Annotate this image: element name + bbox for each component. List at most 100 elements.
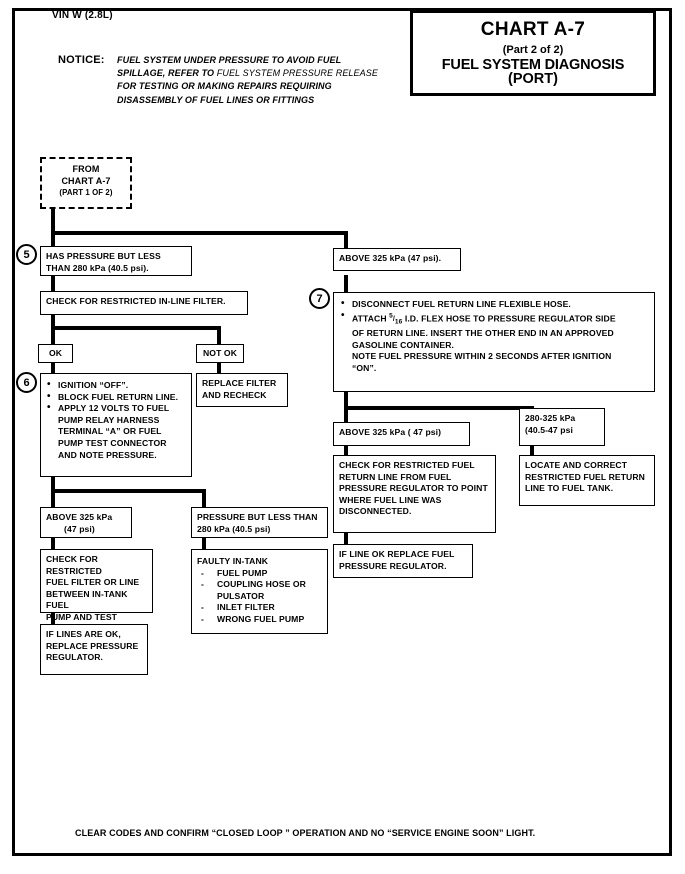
box-right-above-325-top: ABOVE 325 kPa (47 psi).: [333, 248, 461, 271]
box5-line-2: THAN 280 kPa (40.5 psi).: [46, 262, 149, 273]
connector-notok-to-replace: [217, 362, 221, 374]
step7-line-3: OF RETURN LINE. INSERT THE OTHER END IN …: [352, 327, 614, 338]
pressure-less-line-2: 280 kPa (40.5 psi): [197, 523, 271, 534]
step-circle-5: 5: [16, 244, 37, 265]
step7-list: DISCONNECT FUEL RETURN LINE FLEXIBLE HOS…: [340, 298, 648, 374]
chart-title-box: CHART A-7 (Part 2 of 2) FUEL SYSTEM DIAG…: [410, 10, 656, 96]
check-return-line-5: DISCONNECTED.: [339, 506, 412, 517]
connector-above325-down: [51, 538, 55, 550]
step6-cont-2: PUMP TEST CONNECTOR: [58, 437, 167, 448]
step7-attach-post: I.D. FLEX HOSE TO PRESSURE REGULATOR SID…: [402, 312, 616, 323]
if-line-ok-line-2: PRESSURE REGULATOR.: [339, 560, 447, 571]
notice-cross-reference: FUEL SYSTEM PRESSURE RELEASE: [216, 68, 378, 79]
right-above325-mid-text: ABOVE 325 kPa ( 47 psi): [339, 427, 442, 437]
box-if-lines-ok-replace-regulator: IF LINES ARE OK, REPLACE PRESSURE REGULA…: [40, 624, 148, 675]
notice-label: NOTICE:: [58, 54, 105, 66]
chart-number: CHART A-7: [480, 19, 586, 40]
box-check-restricted-filter-line: CHECK FOR RESTRICTED FUEL FILTER OR LINE…: [40, 549, 153, 634]
faulty-item-0: FUEL PUMP: [197, 568, 322, 580]
check-restricted-line-3: BETWEEN IN-TANK FUEL: [46, 588, 128, 611]
box-right-above-325-mid: ABOVE 325 kPa ( 47 psi): [333, 422, 470, 446]
if-lines-line-3: REGULATOR.: [46, 652, 104, 663]
check-restricted-line-2: FUEL FILTER OR LINE: [46, 577, 140, 588]
connector-range-to-locate: [530, 446, 534, 461]
step7-line-5: NOTE FUEL PRESSURE WITHIN 2 SECONDS AFTE…: [352, 351, 612, 362]
box-step7-instructions: DISCONNECT FUEL RETURN LINE FLEXIBLE HOS…: [333, 292, 655, 392]
step7-item-1: ATTACH 5/16 I.D. FLEX HOSE TO PRESSURE R…: [340, 310, 648, 328]
check-inline-filter-text: CHECK FOR RESTRICTED IN-LINE FILTER.: [46, 296, 226, 306]
connector-box7-split: [344, 406, 534, 410]
locate-line-2: RESTRICTED FUEL RETURN: [525, 471, 645, 482]
check-restricted-line-1: CHECK FOR RESTRICTED: [46, 554, 102, 576]
step6-list: IGNITION “OFF”. BLOCK FUEL RETURN LINE. …: [46, 379, 186, 461]
check-return-line-1: CHECK FOR RESTRICTED FUEL: [339, 460, 475, 470]
vin-label: VIN W (2.8L): [52, 10, 113, 21]
step6-cont-0: PUMP RELAY HARNESS: [58, 414, 160, 425]
notice-line-2: SPILLAGE, REFER TO FUEL SYSTEM PRESSURE …: [117, 67, 392, 80]
chart-part: (Part 2 of 2): [502, 44, 564, 56]
fraction-five-sixteenths: 5/16: [389, 312, 403, 326]
faulty-title: FAULTY IN-TANK: [197, 556, 269, 566]
left-above325-line-1: ABOVE 325 kPa: [46, 512, 113, 522]
step-circle-6: 6: [16, 372, 37, 393]
box-pressure-but-less-280: PRESSURE BUT LESS THAN 280 kPa (40.5 psi…: [191, 507, 328, 538]
step6-item-1: BLOCK FUEL RETURN LINE.: [46, 391, 186, 404]
connector-pressureless-down: [202, 538, 206, 550]
box-faulty-in-tank: FAULTY IN-TANK FUEL PUMP COUPLING HOSE O…: [191, 549, 328, 634]
box5-line-1: HAS PRESSURE BUT LESS: [46, 251, 161, 261]
connector-box5-to-filter: [51, 275, 55, 292]
connector-above325top-down: [344, 275, 348, 293]
entry-line-1: FROM: [72, 164, 100, 174]
box-not-ok-label: NOT OK: [196, 344, 244, 363]
connector-ok-to-box6: [51, 362, 55, 374]
step6-item-2: APPLY 12 VOLTS TO FUEL: [46, 402, 186, 415]
notice-line-1: FUEL SYSTEM UNDER PRESSURE TO AVOID FUEL: [117, 55, 342, 65]
ok-text: OK: [48, 348, 63, 358]
faulty-item-1: COUPLING HOSE OR: [197, 579, 322, 591]
pressure-less-line-1: PRESSURE BUT LESS THAN: [197, 512, 318, 522]
notice-line-2-text: SPILLAGE, REFER TO: [117, 68, 217, 79]
connector-above325mid-down: [344, 446, 348, 461]
faulty-item-3: INLET FILTER: [197, 602, 322, 614]
locate-line-1: LOCATE AND CORRECT: [525, 460, 628, 470]
faulty-item-4: WRONG FUEL PUMP: [197, 614, 322, 626]
not-ok-text: NOT OK: [202, 348, 238, 358]
box-ok-label: OK: [38, 344, 73, 363]
if-lines-line-1: IF LINES ARE OK,: [46, 629, 121, 639]
footer-note: CLEAR CODES AND CONFIRM “CLOSED LOOP ” O…: [75, 828, 536, 838]
check-return-line-4: WHERE FUEL LINE WAS: [339, 494, 442, 505]
entry-box-from-chart: FROM CHART A-7 (PART 1 OF 2): [40, 157, 132, 209]
step6-cont-3: AND NOTE PRESSURE.: [58, 449, 157, 460]
step7-line-6: “ON”.: [352, 362, 377, 373]
box-locate-correct-restricted-return: LOCATE AND CORRECT RESTRICTED FUEL RETUR…: [519, 455, 655, 506]
if-lines-line-2: REPLACE PRESSURE: [46, 640, 139, 651]
step7-item-0: DISCONNECT FUEL RETURN LINE FLEXIBLE HOS…: [340, 298, 648, 311]
connector-top-split: [51, 231, 348, 235]
connector-notok-down: [217, 326, 221, 345]
notice-line-4: DISASSEMBLY OF FUEL LINES OR FITTINGS: [117, 94, 315, 105]
box-step6-instructions: IGNITION “OFF”. BLOCK FUEL RETURN LINE. …: [40, 373, 192, 477]
connector-box6-right-down: [202, 489, 206, 508]
notice-line-3: FOR TESTING OR MAKING REPAIRS REQUIRING: [117, 81, 332, 92]
entry-line-2: CHART A-7: [61, 175, 111, 186]
left-above325-line-2: (47 psi): [64, 523, 95, 534]
connector-ok-split: [51, 326, 221, 330]
step-circle-7: 7: [309, 288, 330, 309]
connector-entry-down: [51, 206, 55, 248]
box-has-pressure-less-280: HAS PRESSURE BUT LESS THAN 280 kPa (40.5…: [40, 246, 192, 276]
range-line-1: 280-325 kPa: [525, 413, 576, 423]
range-line-2: (40.5-47 psi: [525, 424, 574, 435]
entry-line-3: (PART 1 OF 2): [59, 188, 113, 198]
locate-line-3: LINE TO FUEL TANK.: [525, 483, 614, 494]
connector-checkrestricted-down: [51, 613, 55, 625]
box-if-line-ok-replace-regulator: IF LINE OK REPLACE FUEL PRESSURE REGULAT…: [333, 544, 473, 578]
check-return-line-3: PRESSURE REGULATOR TO POINT: [339, 483, 488, 494]
box-left-above-325: ABOVE 325 kPa (47 psi): [40, 507, 132, 538]
chart-subname: (PORT): [508, 71, 558, 87]
replace-line-1: REPLACE FILTER: [202, 378, 277, 388]
box-check-restricted-inline-filter: CHECK FOR RESTRICTED IN-LINE FILTER.: [40, 291, 248, 315]
connector-checkreturn-down: [344, 533, 348, 546]
connector-box6-split: [51, 489, 206, 493]
step7-line-4: GASOLINE CONTAINER.: [352, 339, 455, 350]
